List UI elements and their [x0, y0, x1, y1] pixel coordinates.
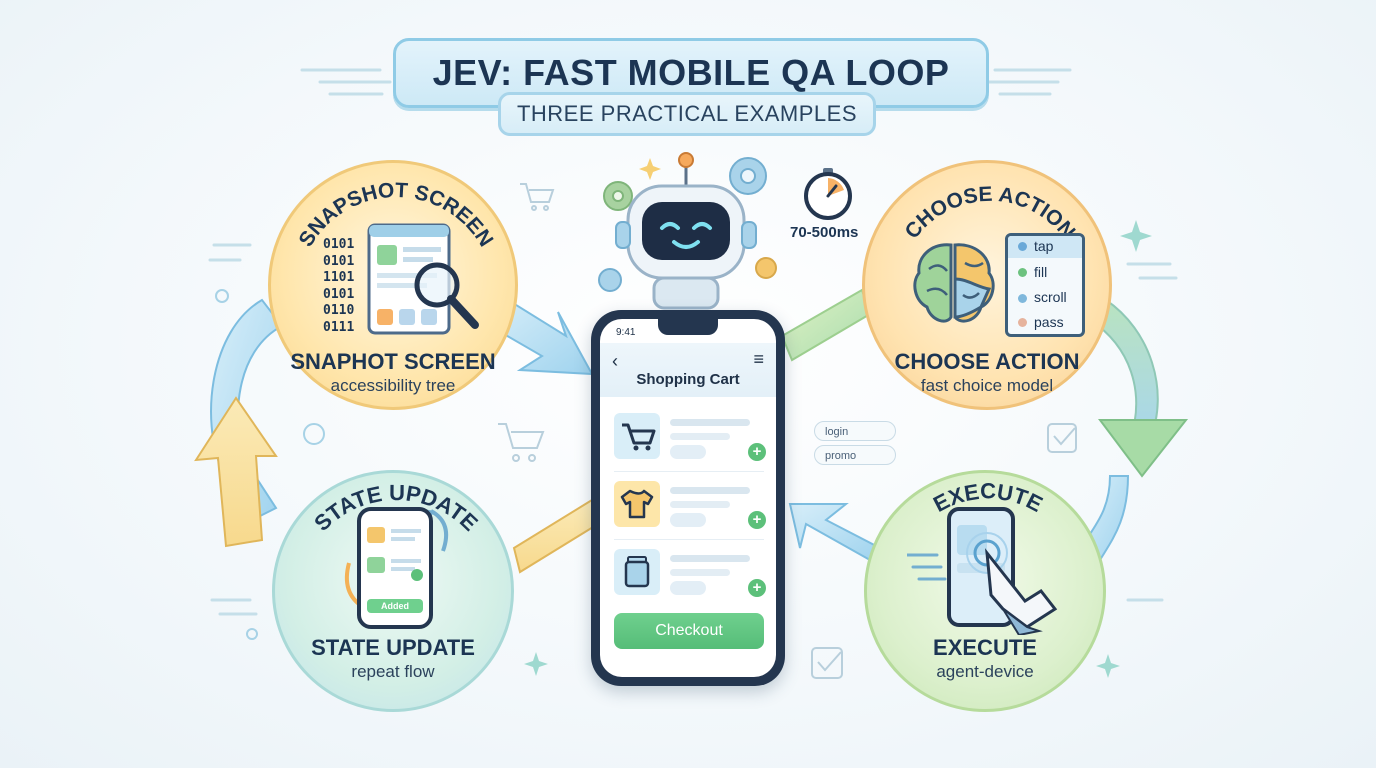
action-scroll: scroll [1034, 289, 1067, 305]
page-title: JEV: FAST MOBILE QA LOOP [432, 52, 950, 93]
magnifier-screen-icon [367, 223, 479, 335]
promo-field: promo [814, 445, 896, 465]
binary-code: 0101 0101 1101 0101 0110 0111 [323, 237, 355, 335]
back-chevron-icon[interactable]: ‹ [612, 351, 618, 371]
timer-label: 70-500ms [790, 224, 859, 241]
choose-subtitle: fast choice model [920, 376, 1054, 395]
brain-icon [913, 243, 995, 323]
action-menu: tap fill scroll pass [1005, 233, 1085, 337]
app-header: ‹ ≡ Shopping Cart [600, 343, 776, 397]
page-subtitle: THREE PRACTICAL EXAMPLES [516, 101, 858, 126]
speed-lines [208, 68, 1178, 616]
choose-title: CHOOSE ACTION [894, 349, 1080, 374]
action-pass: pass [1034, 314, 1064, 330]
stopwatch-icon [804, 168, 852, 220]
cart-item[interactable]: + [614, 409, 766, 467]
node-execute: EXECUTE EXECUTE agent-device [864, 470, 1106, 712]
cart-thumb [614, 481, 660, 527]
arrow-phone-to-choose [780, 288, 872, 362]
action-tap: tap [1034, 238, 1054, 254]
cart-background-icon [498, 183, 555, 462]
gear-icon [598, 157, 777, 292]
menu-icon[interactable]: ≡ [753, 349, 764, 369]
add-item-button[interactable]: + [748, 511, 766, 529]
arrow-left-head [194, 396, 278, 548]
cart-item[interactable]: + [614, 545, 766, 603]
action-fill: fill [1034, 264, 1048, 280]
screen-title: Shopping Cart [636, 371, 740, 388]
phone-screen: 9:41 ‹ ≡ Shopping Cart + + [600, 319, 776, 677]
add-item-button[interactable]: + [748, 443, 766, 461]
node-choose-action: CHOOSE ACTION tap fill scroll pass CHOOS… [862, 160, 1112, 410]
added-label: Added [381, 601, 409, 611]
sparkles-gold [639, 158, 661, 180]
arrow-right-head [1098, 419, 1189, 478]
cart-thumb [614, 413, 660, 459]
state-title: STATE UPDATE [311, 635, 475, 660]
subtitle-banner: THREE PRACTICAL EXAMPLES [498, 92, 876, 136]
status-time: 9:41 [616, 327, 636, 338]
snapshot-subtitle: accessibility tree [330, 376, 456, 395]
login-field: login [814, 421, 896, 441]
shirt-icon [620, 489, 654, 519]
phone-update-icon [344, 507, 448, 629]
cart-item[interactable]: + [614, 477, 766, 535]
node-state-update: STATE UPDATE Added STATE UPDATE repeat f… [272, 470, 514, 712]
node-snapshot-screen: SNAPSHOT SCREEN 0101 0101 1101 0101 0110… [268, 160, 518, 410]
robot-icon [598, 152, 777, 310]
cart-thumb [614, 549, 660, 595]
dot-decorations [215, 289, 325, 640]
hand-tap-icon [907, 507, 1058, 635]
checkbox-icon [811, 423, 1077, 679]
checkout-button[interactable]: Checkout [614, 613, 764, 649]
jar-icon [624, 556, 650, 588]
sparkles [524, 220, 1152, 678]
phone-mockup: 9:41 ‹ ≡ Shopping Cart + + [591, 310, 785, 686]
cart-icon [622, 423, 656, 451]
execute-subtitle: agent-device [936, 662, 1034, 681]
state-subtitle: repeat flow [351, 662, 435, 681]
arrow-execute-to-phone [788, 503, 882, 562]
arrow-phone-to-state [512, 498, 600, 574]
phone-notch [658, 319, 718, 335]
execute-title: EXECUTE [933, 635, 1037, 660]
gear-icon [603, 181, 633, 211]
add-item-button[interactable]: + [748, 579, 766, 597]
snapshot-title: SNAPHOT SCREEN [290, 349, 496, 374]
